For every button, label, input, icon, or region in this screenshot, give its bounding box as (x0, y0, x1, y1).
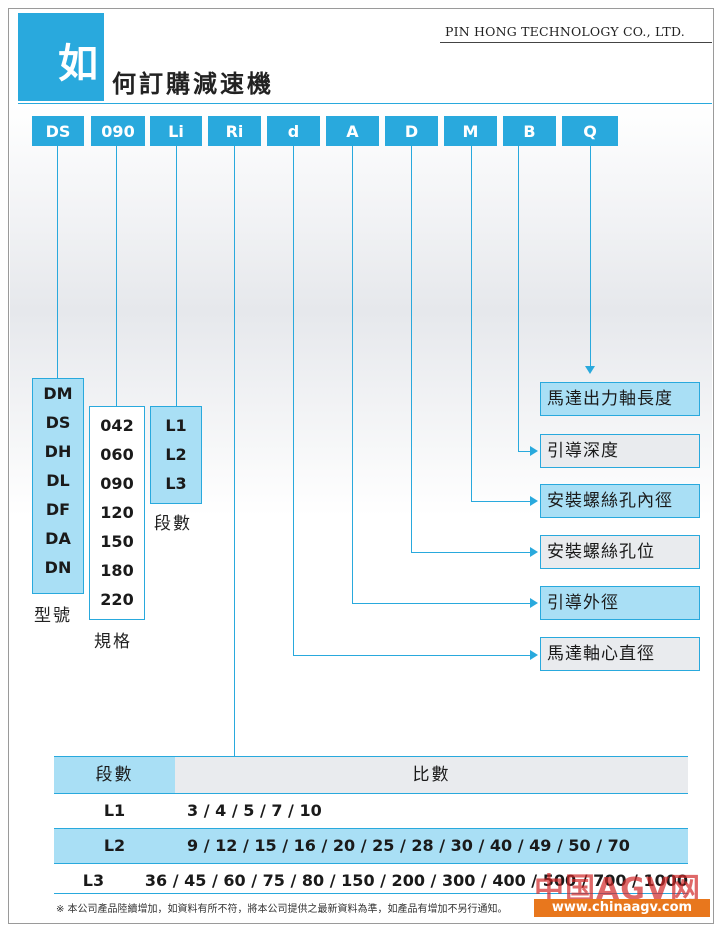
company-rule (440, 42, 712, 43)
connector-dd-h (411, 552, 531, 553)
stage-caption: 段數 (154, 514, 192, 534)
arrow-d (530, 650, 538, 660)
title-rule (18, 103, 712, 104)
list-item: 180 (100, 561, 134, 580)
list-item: DL (46, 471, 70, 490)
code-box-stage: Li (150, 116, 202, 146)
label-hole-diameter: 安裝螺絲孔內徑 (540, 484, 700, 518)
footnote: ※ 本公司產品陸續增加，如資料有所不符，將本公司提供之最新資料為準，如產品有增加… (56, 904, 508, 915)
connector-q (590, 146, 591, 366)
connector-m (471, 146, 472, 501)
ratio-table: 段數 比數 L1 3 / 4 / 5 / 7 / 10 L2 9 / 12 / … (54, 756, 688, 898)
size-caption: 規格 (94, 632, 132, 652)
list-item: 060 (100, 445, 134, 464)
row-ratios: 3 / 4 / 5 / 7 / 10 (187, 801, 322, 820)
connector-b (518, 146, 519, 451)
label-hole-position: 安裝螺絲孔位 (540, 535, 700, 569)
code-box-hole-position: D (385, 116, 438, 146)
table-row: L1 3 / 4 / 5 / 7 / 10 (54, 793, 688, 828)
row-stage: L3 (82, 871, 105, 890)
connector-m-h (471, 501, 531, 502)
arrow-dd (530, 547, 538, 557)
connector-size (116, 146, 117, 406)
code-box-guide-od: A (326, 116, 379, 146)
watermark-url: www.chinaagv.com (534, 899, 710, 917)
size-list: 042 060 090 120 150 180 220 (89, 406, 145, 620)
connector-a-h (352, 603, 531, 604)
label-shaft-length: 馬達出力軸長度 (540, 382, 700, 416)
list-item: 220 (100, 590, 134, 609)
list-item: L1 (165, 416, 187, 435)
label-guide-od: 引導外徑 (540, 586, 700, 620)
connector-dd (411, 146, 412, 552)
header-ratio: 比數 (175, 757, 688, 793)
list-item: DF (45, 500, 71, 519)
list-item: DH (44, 442, 72, 461)
list-item: DS (45, 413, 71, 432)
list-item: 042 (100, 416, 134, 435)
code-box-ratio: Ri (208, 116, 261, 146)
code-box-shaft-diameter: d (267, 116, 320, 146)
list-item: DA (45, 529, 71, 548)
table-bottom-rule (54, 893, 688, 894)
label-guide-depth: 引導深度 (540, 434, 700, 468)
connector-b-h (518, 451, 531, 452)
row-ratios: 36 / 45 / 60 / 75 / 80 / 150 / 200 / 300… (144, 871, 688, 890)
row-stage: L2 (103, 836, 126, 855)
code-box-shaft-length: Q (562, 116, 618, 146)
list-item: DM (43, 384, 73, 403)
code-box-model: DS (32, 116, 84, 146)
arrow-q (585, 366, 595, 374)
connector-model (57, 146, 58, 378)
page-frame (8, 8, 714, 924)
list-item: L3 (165, 474, 187, 493)
list-item: L2 (165, 445, 187, 464)
connector-ratio (234, 146, 235, 756)
header-stage: 段數 (54, 757, 175, 793)
row-ratios: 9 / 12 / 15 / 16 / 20 / 25 / 28 / 30 / 4… (187, 836, 630, 855)
table-header: 段數 比數 (54, 756, 688, 793)
title-accent-block (18, 13, 104, 101)
connector-d (293, 146, 294, 655)
company-name: PIN HONG TECHNOLOGY CO., LTD. (445, 24, 685, 39)
list-item: 120 (100, 503, 134, 522)
connector-stage (176, 146, 177, 406)
page-title: 何訂購減速機 (112, 70, 274, 98)
arrow-b (530, 446, 538, 456)
arrow-a (530, 598, 538, 608)
code-box-hole-diameter: M (444, 116, 497, 146)
list-item: 150 (100, 532, 134, 551)
model-list: DM DS DH DL DF DA DN (32, 378, 84, 594)
table-row: L2 9 / 12 / 15 / 16 / 20 / 25 / 28 / 30 … (54, 828, 688, 863)
code-box-size: 090 (91, 116, 145, 146)
label-shaft-diameter: 馬達軸心直徑 (540, 637, 700, 671)
arrow-m (530, 496, 538, 506)
table-row: L3 36 / 45 / 60 / 75 / 80 / 150 / 200 / … (54, 863, 688, 898)
list-item: 090 (100, 474, 134, 493)
row-stage: L1 (103, 801, 126, 820)
connector-d-h (293, 655, 531, 656)
code-box-guide-depth: B (503, 116, 556, 146)
stage-list: L1 L2 L3 (150, 406, 202, 504)
model-caption: 型號 (34, 606, 72, 626)
connector-a (352, 146, 353, 603)
title-first-char: 如 (58, 40, 98, 87)
list-item: DN (44, 558, 72, 577)
